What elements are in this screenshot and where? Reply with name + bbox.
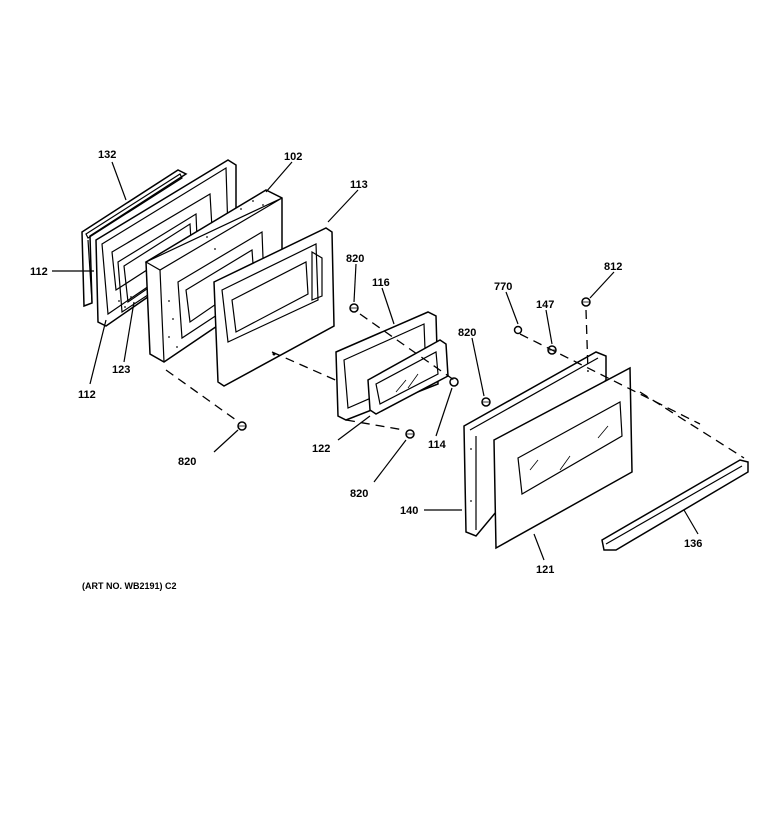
label-116: 116 (372, 277, 390, 289)
screw-820-c (237, 421, 247, 431)
label-820-left: 820 (178, 456, 196, 468)
label-820-upper: 820 (346, 253, 364, 265)
label-820-lower: 820 (350, 488, 368, 500)
label-136: 136 (684, 538, 702, 550)
part-136-door-handle (601, 459, 749, 551)
label-812: 812 (604, 261, 622, 273)
screw-812 (581, 297, 591, 307)
clip-114 (449, 377, 459, 387)
screw-770 (513, 325, 523, 335)
part-132-gasket (81, 169, 188, 308)
art-number-caption: (ART NO. WB2191) C2 (82, 581, 177, 591)
fasteners (237, 297, 591, 439)
part-labels: 132 102 113 112 112 123 820 116 820 770 … (30, 149, 702, 576)
part-121-outer-glass (493, 366, 633, 550)
screw-820-b (481, 397, 491, 407)
label-147: 147 (536, 299, 554, 311)
label-122: 122 (312, 443, 330, 455)
label-820-right: 820 (458, 327, 476, 339)
screw-820-a (349, 303, 359, 313)
label-123: 123 (112, 364, 130, 376)
label-112-top: 112 (30, 266, 48, 278)
label-112-bottom: 112 (78, 389, 96, 401)
label-121: 121 (536, 564, 554, 576)
label-102: 102 (284, 151, 302, 163)
label-770: 770 (494, 281, 512, 293)
screw-820-d (405, 429, 415, 439)
assembly-lines (165, 309, 745, 459)
label-132: 132 (98, 149, 116, 161)
label-113: 113 (350, 179, 368, 191)
label-114: 114 (428, 439, 447, 451)
label-140: 140 (400, 505, 418, 517)
part-102-door-liner (144, 189, 283, 363)
leader-lines (52, 161, 699, 561)
part-113-inner-panel (213, 227, 335, 387)
